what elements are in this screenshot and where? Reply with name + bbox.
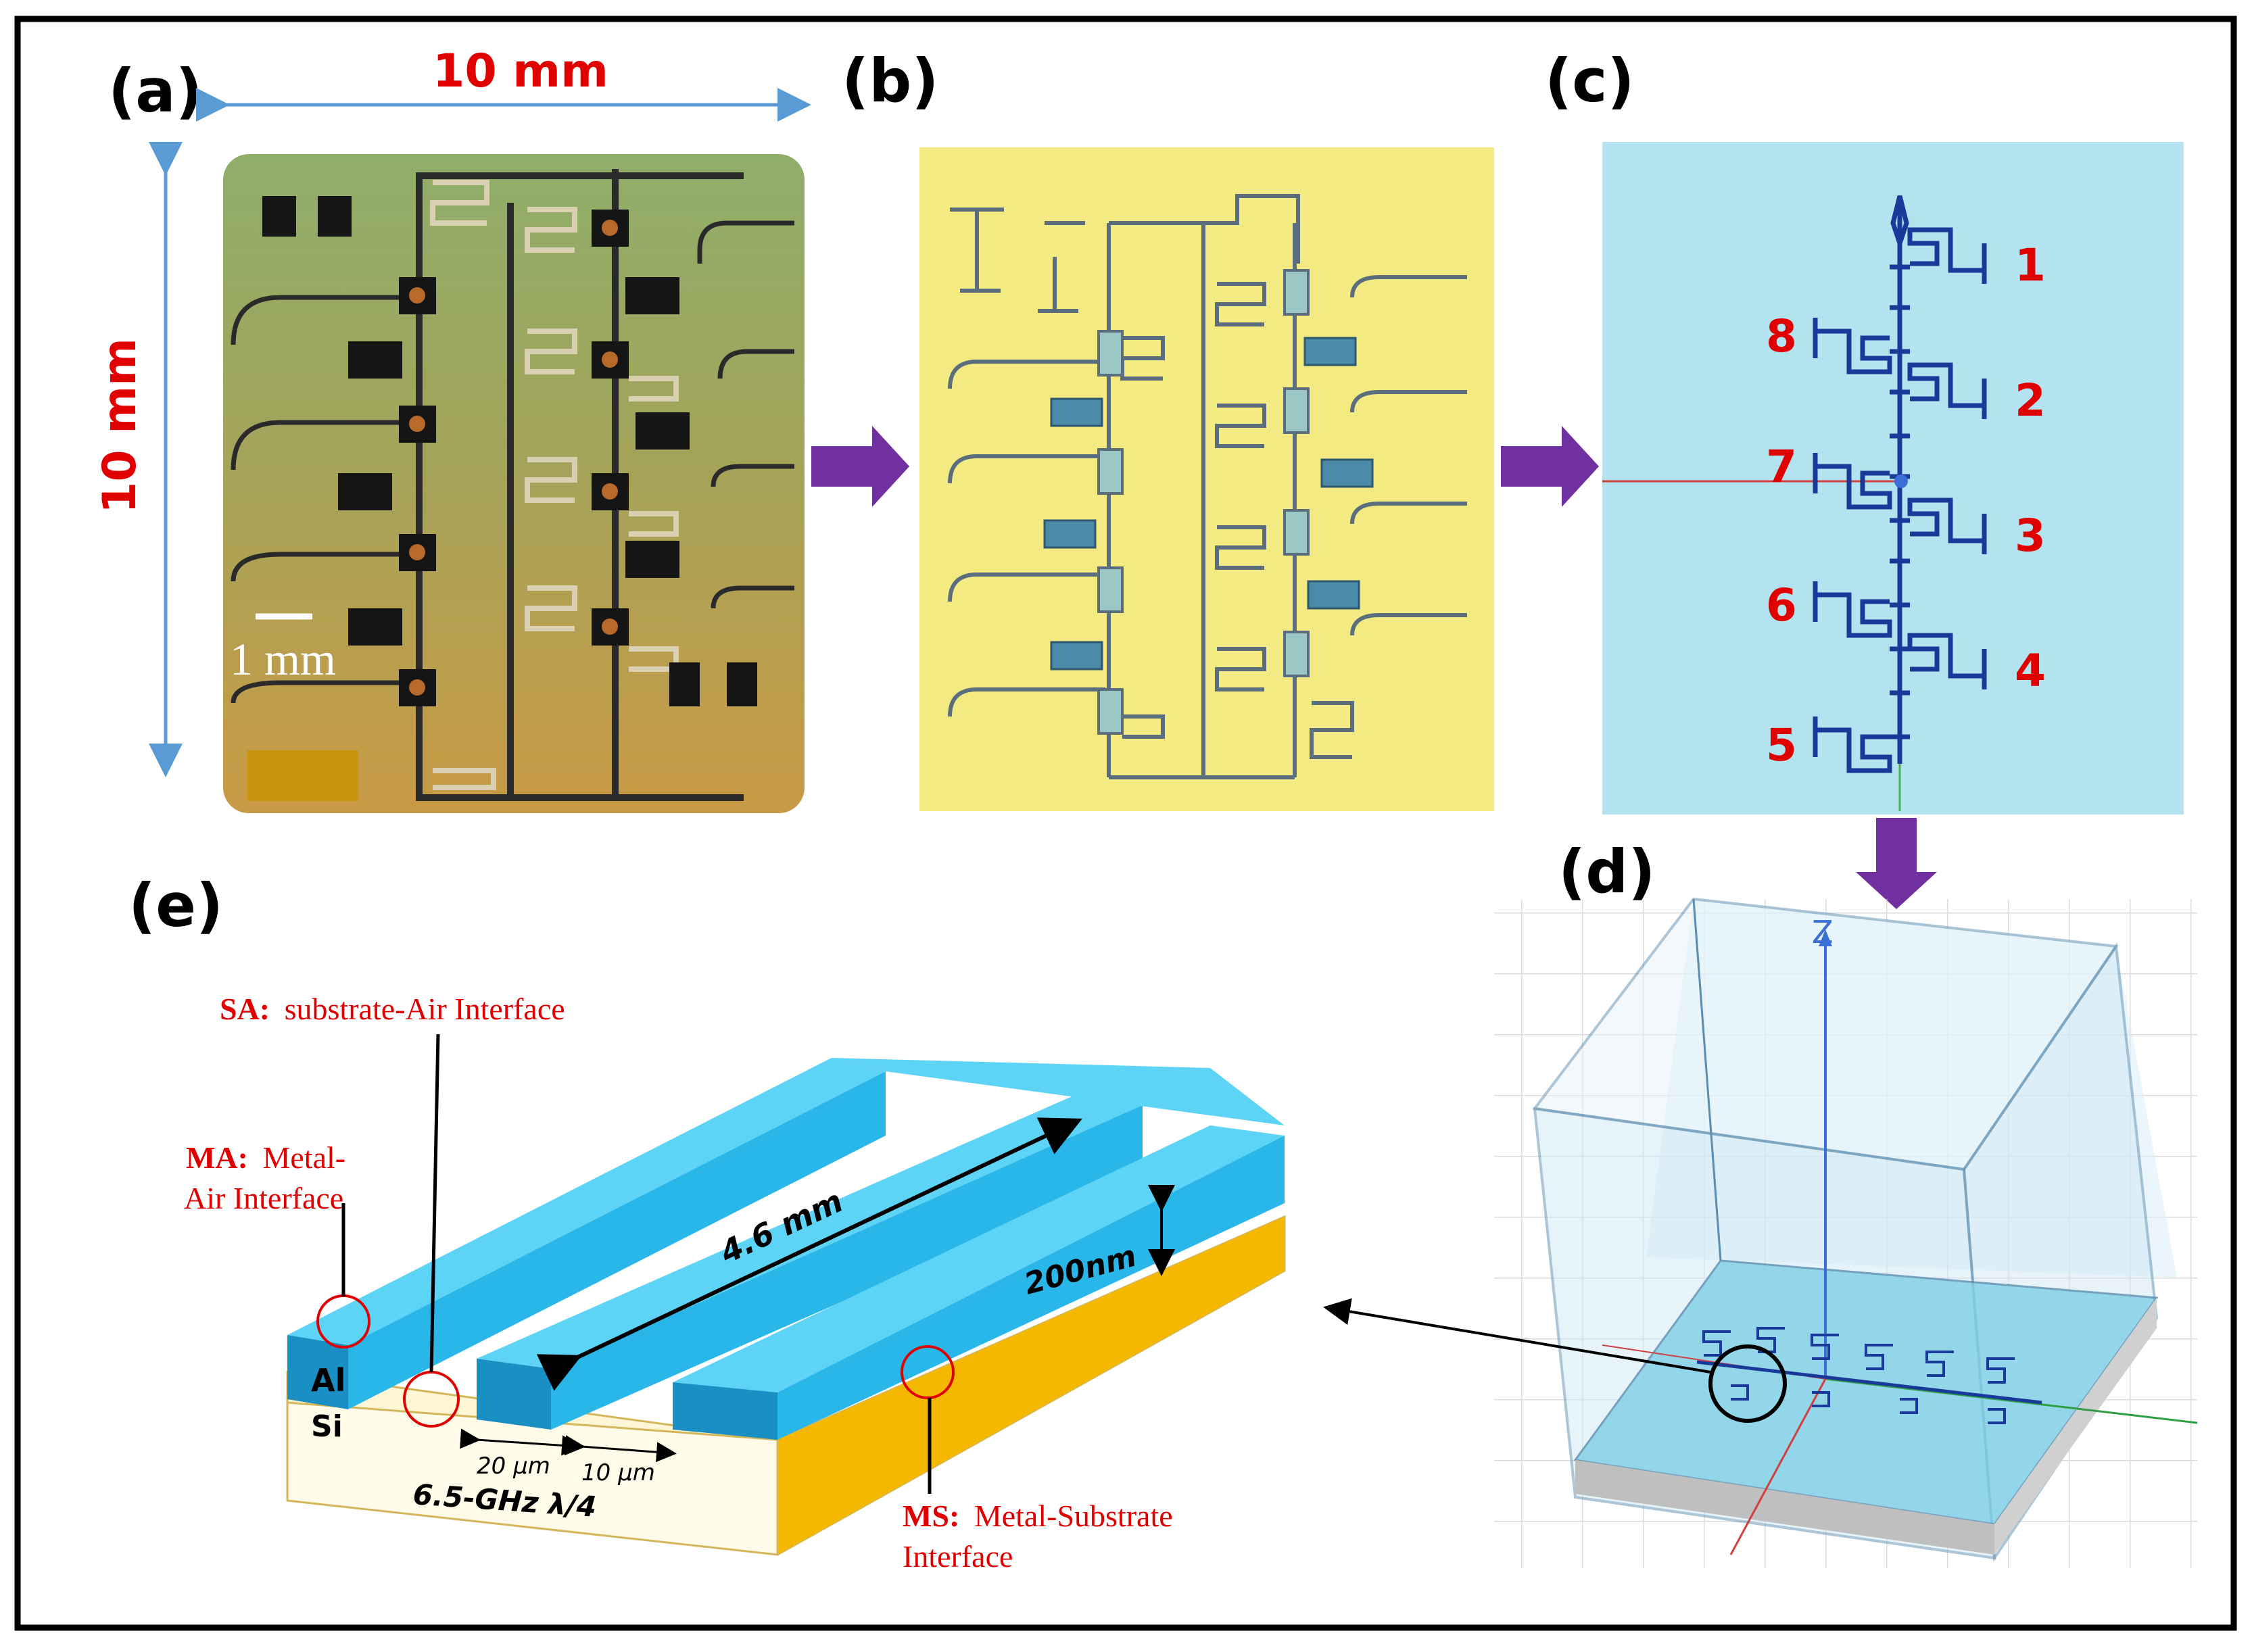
width-dimension-arrow-e: [564, 1435, 677, 1463]
ms-key: MS:: [903, 1499, 959, 1533]
panel-label-b: (b): [842, 46, 938, 116]
ms-text-1: Metal-Substrate: [974, 1499, 1173, 1533]
resonator-number-6: 6: [1766, 579, 1797, 631]
sa-leader: [429, 1034, 440, 1373]
sa-text: substrate-Air Interface: [285, 992, 565, 1026]
resonator-number-5: 5: [1766, 719, 1797, 771]
length-dimension-arrow: [536, 1117, 1082, 1391]
panel-label-d: (d): [1558, 837, 1655, 906]
layout-drawing: [919, 147, 1494, 811]
arrow-b-to-c: [1501, 426, 1599, 507]
ma-key: MA:: [186, 1140, 248, 1175]
ms-annotation: MS: Metal-Substrate: [903, 1499, 1173, 1533]
sa-key: SA:: [220, 992, 270, 1026]
resonator-number-4: 4: [2015, 645, 2046, 697]
ms-annotation-line2: Interface: [903, 1539, 1013, 1574]
scale-bar-label: 1 mm: [230, 633, 336, 685]
panel-label-a: (a): [108, 56, 203, 126]
arrow-a-to-b: [811, 426, 909, 507]
gap-label: 20 μm: [477, 1453, 550, 1480]
arrow-c-to-d: [1856, 818, 1937, 909]
resonator-number-1: 1: [2015, 239, 2046, 291]
chip-photo: 1 mm: [223, 154, 805, 813]
resonator-number-8: 8: [1766, 310, 1797, 362]
zoom-leader-arrow: [1323, 1298, 1711, 1374]
ma-annotation-line2: Air Interface: [184, 1181, 343, 1215]
3d-simulation-box: Z: [1494, 897, 2198, 1568]
panel-label-c: (c): [1545, 46, 1635, 116]
chip-width-label: 10 mm: [433, 45, 608, 98]
gap-dimension-arrow: [460, 1428, 582, 1456]
cpw-cross-section: 4.6 mm 200nm Al Si 20 μm 10 μm 6.5-GHz λ…: [286, 1034, 1286, 1556]
z-axis-label: Z: [1812, 914, 1834, 950]
resonator-number-7: 7: [1766, 441, 1797, 493]
metal-label: Al: [311, 1362, 345, 1399]
ma-text-1: Metal-: [262, 1140, 345, 1175]
ma-annotation: MA: Metal-: [186, 1140, 345, 1175]
ms-circle: [901, 1345, 955, 1399]
chip-height-label: 10 mm: [93, 338, 147, 514]
sa-annotation: SA: substrate-Air Interface: [220, 992, 565, 1026]
panel-label-e: (e): [128, 871, 223, 940]
zoom-circle: [1708, 1344, 1787, 1423]
substrate-label: Si: [311, 1409, 343, 1444]
resonator-number-3: 3: [2015, 510, 2046, 562]
simulation-layout: 1 8 2 7 3 6 4 5: [1602, 142, 2184, 815]
strip-width-label: 10 μm: [581, 1459, 655, 1486]
resonator-number-2: 2: [2015, 374, 2046, 427]
